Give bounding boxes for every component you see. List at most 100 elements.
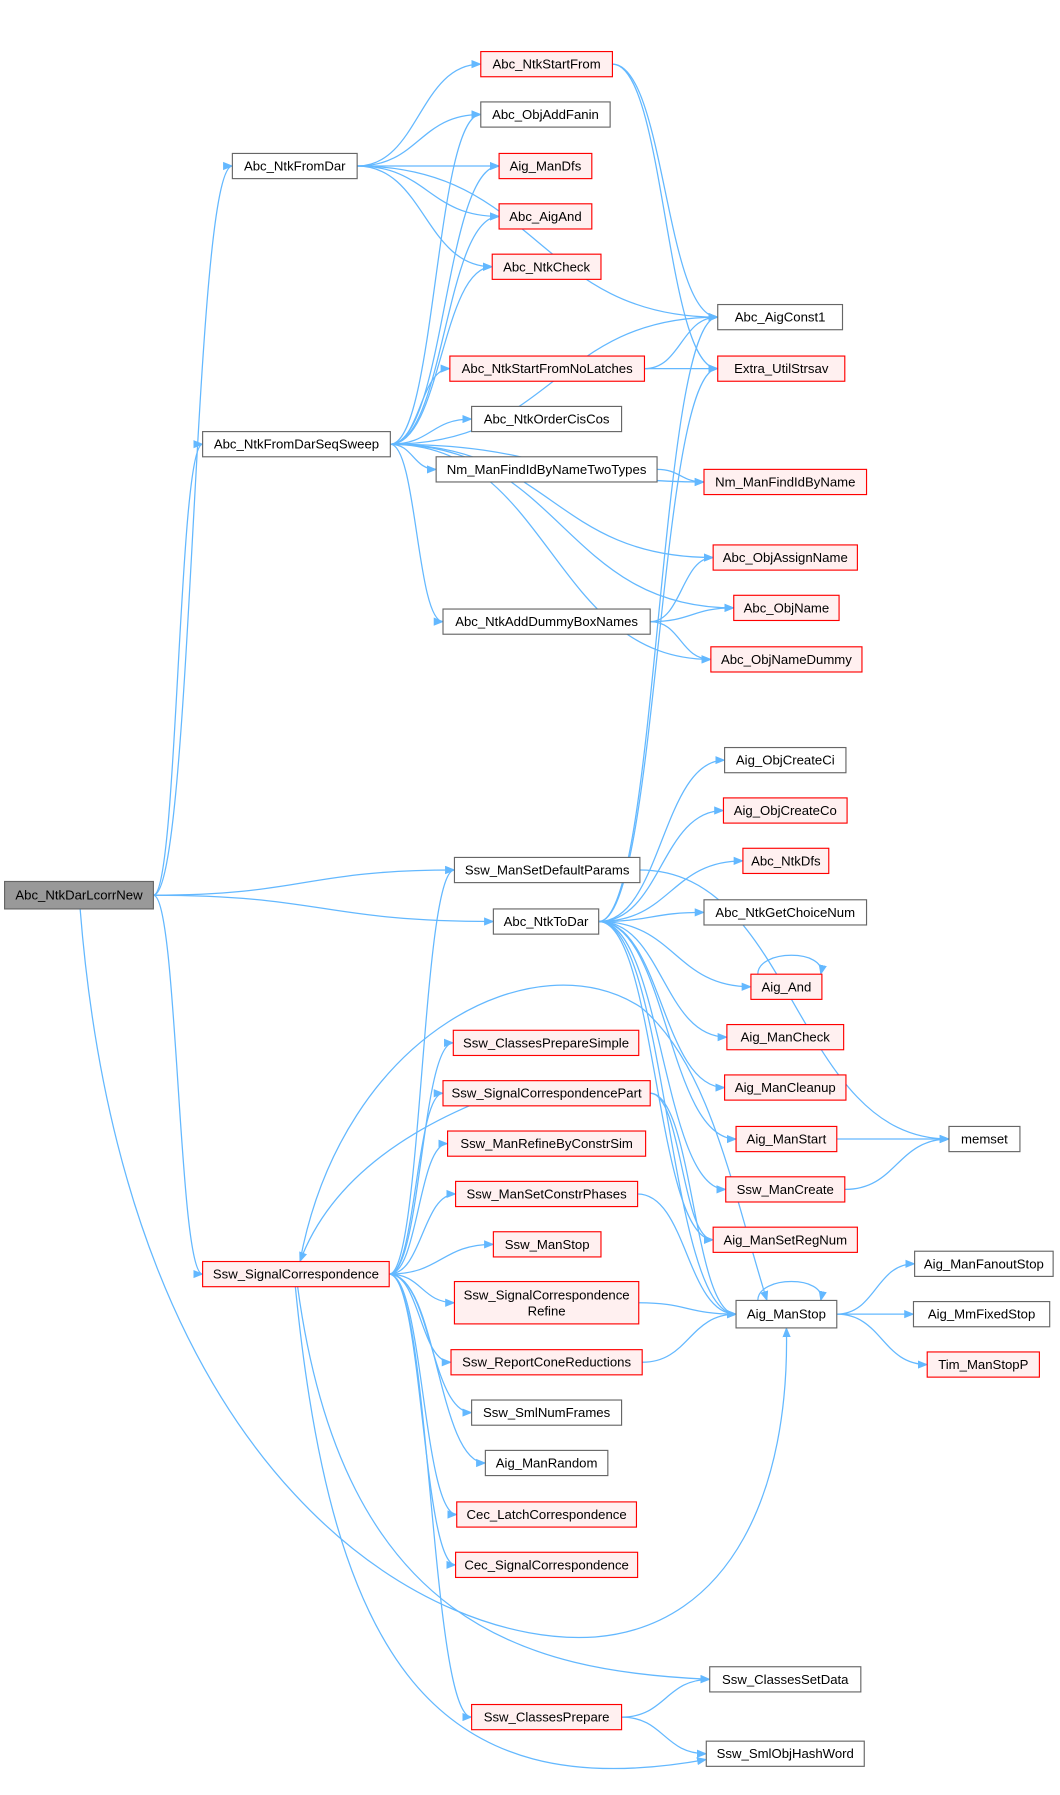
node-box	[717, 355, 846, 382]
node-manDfs[interactable]: Aig_ManDfs	[498, 152, 593, 180]
node-root[interactable]: Abc_NtkDarLcorrNew	[4, 880, 154, 910]
node-manStop[interactable]: Aig_ManStop	[735, 1299, 838, 1329]
node-label: Abc_ObjAddFanin	[492, 107, 599, 122]
node-box	[912, 1301, 1051, 1328]
node-label: Nm_ManFindIdByNameTwoTypes	[447, 462, 647, 477]
node-startNoLatch[interactable]: Abc_NtkStartFromNoLatches	[449, 355, 646, 382]
node-numFrames[interactable]: Ssw_SmlNumFrames	[471, 1399, 623, 1426]
node-box	[449, 355, 646, 382]
node-label: Aig_ManCleanup	[735, 1080, 836, 1095]
node-label: Ssw_ManSetDefaultParams	[465, 863, 630, 878]
node-label: Abc_NtkDarLcorrNew	[15, 888, 143, 903]
node-aigConst1[interactable]: Abc_AigConst1	[717, 303, 844, 331]
edge-sigCorr-to-sigPart	[389, 1089, 445, 1275]
node-box	[712, 544, 858, 571]
node-manStart[interactable]: Aig_ManStart	[735, 1125, 838, 1153]
node-prepSimple[interactable]: Ssw_ClassesPrepareSimple	[452, 1029, 640, 1057]
edge-fromDarSeq-to-assignName	[390, 443, 715, 562]
node-label: Ssw_SignalCorrespondence	[213, 1267, 379, 1282]
node-box	[724, 746, 847, 774]
node-objName[interactable]: Abc_ObjName	[733, 594, 840, 622]
node-box	[455, 1551, 639, 1579]
node-box	[471, 1703, 623, 1731]
node-sigPart[interactable]: Ssw_SignalCorrespondencePart	[442, 1080, 651, 1107]
node-manRandom[interactable]: Aig_ManRandom	[484, 1449, 609, 1477]
node-classesPrep[interactable]: Ssw_ClassesPrepare	[471, 1703, 623, 1731]
node-mmFixed[interactable]: Aig_MmFixedStop	[912, 1301, 1051, 1328]
node-label: Ssw_ManStop	[505, 1237, 590, 1252]
node-label: Aig_ObjCreateCo	[734, 803, 837, 818]
node-findTwo[interactable]: Nm_ManFindIdByNameTwoTypes	[435, 456, 658, 483]
node-aigAnd[interactable]: Abc_AigAnd	[498, 203, 593, 230]
node-manCleanup[interactable]: Aig_ManCleanup	[724, 1074, 847, 1101]
edge-fromDarSeq-to-aigAnd	[390, 212, 501, 445]
node-findId[interactable]: Nm_ManFindIdByName	[703, 468, 868, 496]
edge-fromDarSeq-to-ntkCheck	[390, 262, 494, 445]
node-box	[484, 1449, 609, 1477]
node-refineConstr[interactable]: Ssw_ManRefineByConstrSim	[447, 1130, 647, 1157]
node-nameDummy[interactable]: Abc_ObjNameDummy	[710, 646, 863, 673]
node-fromDar[interactable]: Abc_NtkFromDar	[231, 152, 358, 180]
edge-root-to-fromDar	[153, 162, 234, 896]
node-manCheck[interactable]: Aig_ManCheck	[726, 1023, 845, 1051]
edge-sswCreate-to-memset	[844, 1134, 950, 1191]
edge-toDar-to-createCi	[598, 756, 726, 923]
node-hashWord[interactable]: Ssw_SmlObjHashWord	[705, 1740, 865, 1767]
node-label: Aig_ObjCreateCi	[736, 753, 835, 768]
node-constrPhases[interactable]: Ssw_ManSetConstrPhases	[455, 1180, 639, 1208]
node-fromDarSeq[interactable]: Abc_NtkFromDarSeqSweep	[202, 431, 391, 458]
node-strsav[interactable]: Extra_UtilStrsav	[717, 355, 846, 382]
edge-fromDar-to-startFrom	[357, 60, 482, 167]
node-assignName[interactable]: Abc_ObjAssignName	[712, 544, 858, 571]
node-sigCorr[interactable]: Ssw_SignalCorrespondence	[202, 1260, 390, 1288]
node-orderCis[interactable]: Abc_NtkOrderCisCos	[471, 405, 623, 433]
node-sswStop[interactable]: Ssw_ManStop	[492, 1231, 602, 1258]
node-addFanin[interactable]: Abc_ObjAddFanin	[480, 101, 611, 128]
node-setDefParams[interactable]: Ssw_ManSetDefaultParams	[453, 856, 641, 884]
node-label: Ssw_SmlObjHashWord	[717, 1746, 854, 1761]
node-sswCreate[interactable]: Ssw_ManCreate	[725, 1176, 846, 1203]
edge-sigCorr-to-constrPhases	[389, 1189, 457, 1275]
node-label: Abc_ObjName	[744, 600, 830, 615]
node-label: Abc_AigAnd	[509, 209, 581, 224]
edge-dummyBox-to-assignName	[650, 553, 715, 623]
node-createCi[interactable]: Aig_ObjCreateCi	[724, 746, 847, 774]
edge-manStop-to-manStop	[757, 1281, 827, 1302]
edge-fromDar-to-ntkCheck	[357, 165, 494, 271]
node-box	[447, 1130, 647, 1157]
node-dummyBox[interactable]: Abc_NtkAddDummyBoxNames	[442, 608, 651, 635]
node-coneRed[interactable]: Ssw_ReportConeReductions	[450, 1349, 643, 1376]
node-box	[4, 880, 154, 910]
node-choiceNum[interactable]: Abc_NtkGetChoiceNum	[703, 899, 868, 926]
edge-toDar-to-sswCreate	[598, 920, 727, 1194]
node-cecLatch[interactable]: Cec_LatchCorrespondence	[456, 1501, 638, 1528]
node-toDar[interactable]: Abc_NtkToDar	[492, 908, 600, 935]
edge-sigCorr-to-setDefParams	[388, 866, 456, 1275]
node-setRegNum[interactable]: Aig_ManSetRegNum	[712, 1226, 858, 1253]
node-label: Aig_MmFixedStop	[928, 1307, 1036, 1322]
node-startFrom[interactable]: Abc_NtkStartFrom	[480, 50, 613, 78]
node-box	[742, 847, 830, 875]
edge-classesPrep-to-setData	[621, 1675, 711, 1718]
node-cecSig[interactable]: Cec_SignalCorrespondence	[455, 1551, 639, 1579]
node-aigAnd2[interactable]: Aig_And	[750, 973, 823, 1000]
node-label: Aig_And	[762, 979, 812, 994]
node-box	[455, 1180, 639, 1208]
node-box	[709, 1666, 862, 1693]
node-fanoutStop[interactable]: Aig_ManFanoutStop	[914, 1250, 1054, 1277]
node-timStop[interactable]: Tim_ManStopP	[926, 1351, 1040, 1378]
node-label: memset	[961, 1132, 1008, 1147]
node-memset[interactable]: memset	[948, 1125, 1021, 1153]
node-box	[492, 908, 600, 935]
edge-fromDarSeq-to-orderCis	[390, 414, 473, 445]
edge-fromDarSeq-to-nameDummy	[390, 443, 712, 664]
node-label: Abc_NtkDfs	[751, 853, 821, 868]
node-ntkCheck[interactable]: Abc_NtkCheck	[491, 253, 602, 280]
node-label: Cec_LatchCorrespondence	[467, 1507, 627, 1522]
edge-startFrom-to-strsav	[612, 63, 719, 373]
node-setData[interactable]: Ssw_ClassesSetData	[709, 1666, 862, 1693]
node-createCo[interactable]: Aig_ObjCreateCo	[722, 797, 848, 824]
node-ntkDfs[interactable]: Abc_NtkDfs	[742, 847, 830, 875]
